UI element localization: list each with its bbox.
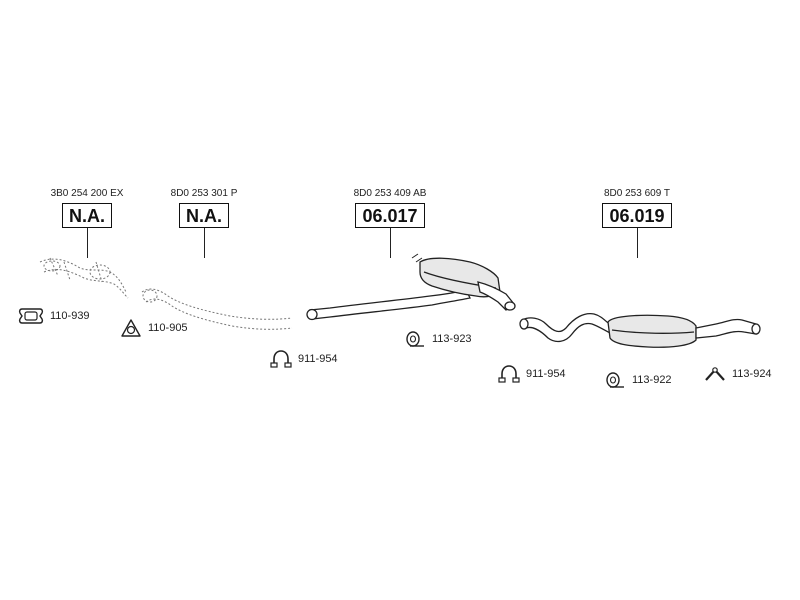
intermediate-pipe-na-drawing — [141, 288, 293, 330]
part-code: 911-954 — [298, 353, 338, 365]
accessory-mount-113-922[interactable]: 113-922 — [604, 370, 672, 390]
part-code: 113-923 — [432, 333, 472, 345]
part-group-1: 3B0 254 200 EX N.A. — [7, 188, 167, 258]
leader-line — [86, 228, 88, 258]
accessory-gasket-110-939[interactable]: 110-939 — [18, 306, 90, 326]
oe-number-label: 3B0 254 200 EX — [50, 188, 124, 199]
part-group-4: 8D0 253 609 T 06.019 — [557, 188, 717, 258]
part-code: 110-939 — [50, 310, 90, 322]
clamp-icon — [498, 364, 520, 384]
rubber-mount-icon — [604, 370, 626, 390]
leader-line — [389, 228, 391, 258]
part-reference-box[interactable]: N.A. — [62, 203, 112, 228]
part-reference-box[interactable]: 06.017 — [355, 203, 425, 228]
accessory-gasket-110-905[interactable]: 110-905 — [120, 318, 188, 338]
part-code: 113-924 — [732, 368, 772, 380]
oe-number-label: 8D0 253 409 AB — [353, 188, 427, 199]
part-reference-box[interactable]: 06.019 — [602, 203, 672, 228]
front-muffler-drawing — [306, 253, 516, 321]
leader-line — [636, 228, 638, 258]
part-reference-box[interactable]: N.A. — [179, 203, 229, 228]
oe-number-label: 8D0 253 609 T — [604, 188, 670, 199]
accessory-clamp-911-954-2[interactable]: 911-954 — [498, 364, 566, 384]
clamp-icon — [270, 349, 292, 369]
triangle-gasket-icon — [120, 318, 142, 338]
part-group-3: 8D0 253 409 AB 06.017 — [310, 188, 470, 258]
part-group-2: 8D0 253 301 P N.A. — [124, 188, 284, 258]
oe-number-label: 8D0 253 301 P — [170, 188, 238, 199]
rubber-mount-icon — [404, 329, 426, 349]
accessory-hanger-113-924[interactable]: 113-924 — [704, 364, 772, 384]
hanger-icon — [704, 364, 726, 384]
gasket-icon — [18, 306, 44, 326]
accessory-clamp-911-954[interactable]: 911-954 — [270, 349, 338, 369]
part-code: 911-954 — [526, 368, 566, 380]
accessory-mount-113-923[interactable]: 113-923 — [404, 329, 472, 349]
front-pipe-catalytic-drawing — [39, 257, 129, 299]
rear-muffler-drawing — [519, 312, 761, 348]
leader-line — [203, 228, 205, 258]
part-code: 110-905 — [148, 322, 188, 334]
part-code: 113-922 — [632, 374, 672, 386]
